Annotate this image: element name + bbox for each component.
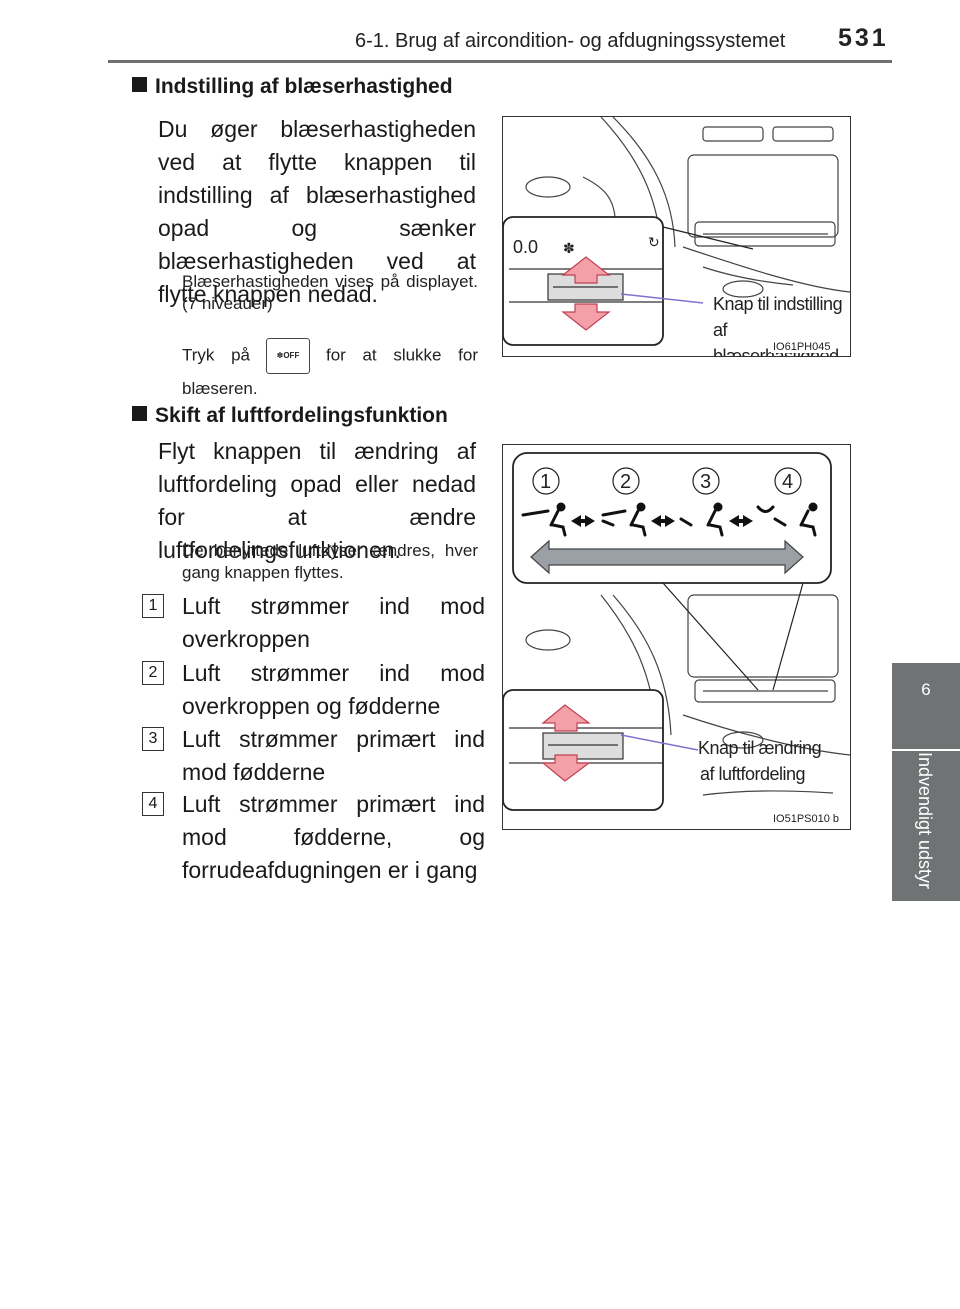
figure-code: IO61PH045 (771, 341, 833, 353)
svg-text:↻: ↻ (648, 235, 660, 251)
off-button-label: OFF (283, 351, 300, 360)
svg-text:✽: ✽ (563, 241, 575, 257)
chapter-tab (892, 663, 960, 749)
fan-off-button-icon: ✽OFF (265, 338, 310, 374)
mode-number: 3 (700, 471, 711, 493)
chapter-label-wrap: Indvendigt udstyr (905, 740, 945, 900)
section-heading-text: Skift af luftfordelingsfunktion (155, 404, 448, 427)
header-rule (108, 60, 892, 63)
display-value: 0.0 (513, 237, 538, 257)
item-text: Luft strømmer primært ind mod fødderne, … (182, 791, 485, 883)
section-heading-text: Indstilling af blæserhastighed (155, 75, 453, 98)
figure-fan-speed-drawing: 0.0 ✽ ↻ (503, 117, 850, 346)
item-number: 2 (142, 661, 164, 685)
mode-number: 1 (540, 471, 551, 493)
chapter-strip (892, 751, 960, 901)
section-heading-air-distribution: Skift af luftfordelingsfunktion (132, 404, 448, 428)
page-number: 531 (838, 24, 889, 52)
mode-number: 2 (620, 471, 631, 493)
fan-speed-note-display: Blæserhastigheden vises på displayet. (7… (182, 272, 478, 313)
figure-fan-speed: 0.0 ✽ ↻ Knap til indstilling af blæserha… (502, 116, 851, 357)
fan-speed-body: Du øger blæserhastigheden ved at flytte … (158, 116, 476, 307)
air-distribution-note: De benyttede luftdyser ændres, hver gang… (182, 541, 478, 582)
fan-knob-callout-1: Knap til indstilling (713, 294, 843, 314)
item-number: 1 (142, 594, 164, 618)
section-bullet-icon (132, 406, 147, 421)
figure-code: IO51PS010 b (771, 813, 842, 825)
header-title: 6-1. Brug af aircondition- og afdugnings… (355, 30, 786, 52)
air-distribution-body: Flyt knappen til ændring af luftfordelin… (158, 438, 476, 563)
item-text: Luft strømmer ind mod overkroppen og fød… (182, 660, 485, 719)
distribution-knob-callout-2: af luftfordeling (700, 764, 806, 784)
note-off-before: Tryk på (182, 345, 250, 365)
section-bullet-icon (132, 77, 147, 92)
item-text: Luft strømmer primært ind mod fødderne (182, 726, 485, 785)
note-off-after: for at slukke for blæseren. (182, 345, 478, 398)
chapter-number: 6 (921, 680, 931, 699)
item-number: 4 (142, 792, 164, 816)
section-heading-fan-speed: Indstilling af blæserhastighed (132, 75, 453, 99)
item-text: Luft strømmer ind mod overkroppen (182, 593, 485, 652)
chapter-label: Indvendigt udstyr (915, 751, 936, 889)
item-number: 3 (142, 727, 164, 751)
figure-air-distribution: 1 2 3 4 (502, 444, 851, 830)
mode-number: 4 (782, 471, 793, 493)
distribution-knob-callout-1: Knap til ændring (698, 738, 822, 758)
figure-air-distribution-drawing: 1 2 3 4 (503, 452, 850, 811)
